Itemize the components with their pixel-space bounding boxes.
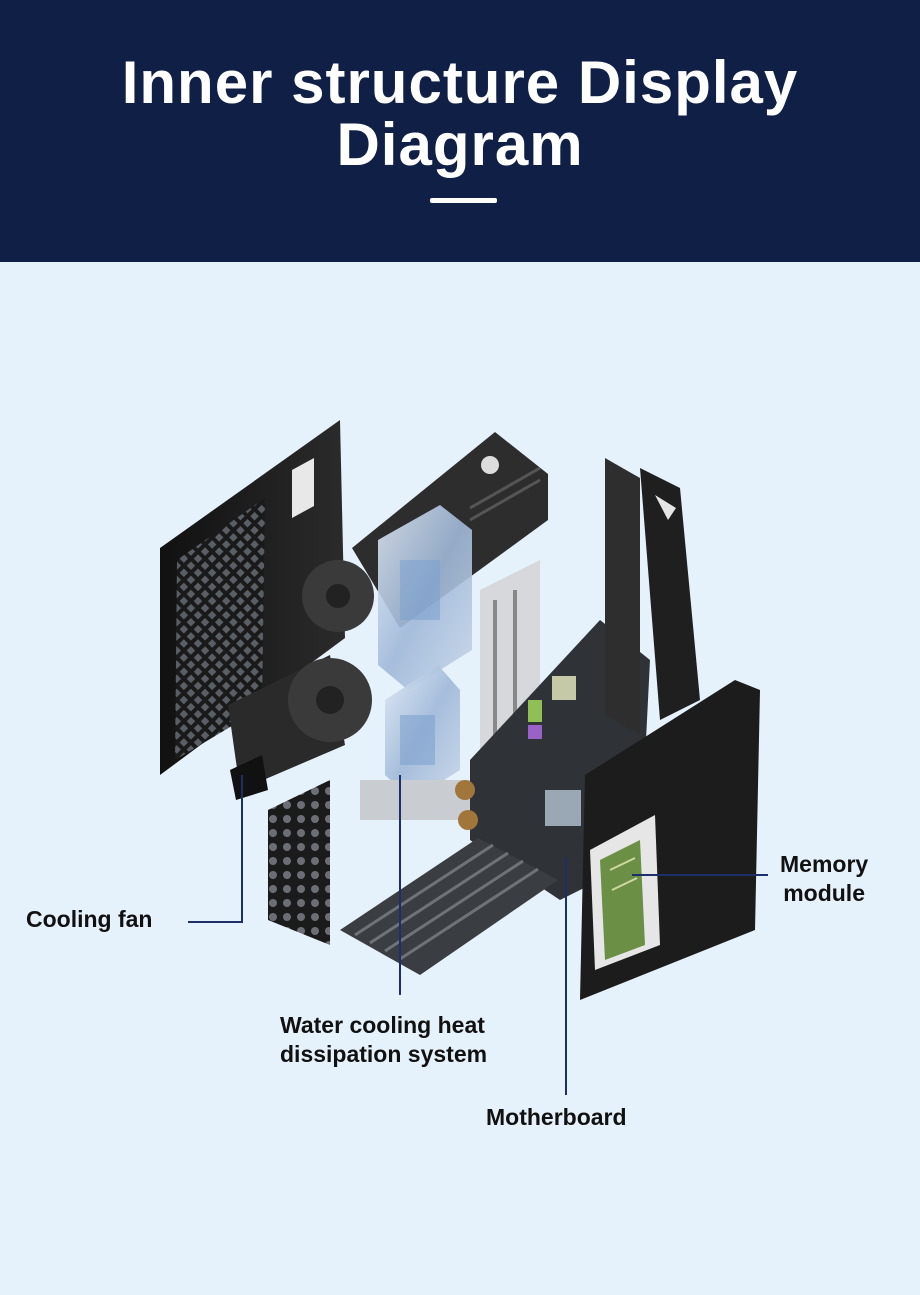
label-motherboard: Motherboard <box>486 1104 627 1130</box>
title-line-1: Inner structure Display <box>121 49 799 116</box>
label-cooling-fan: Cooling fan <box>26 906 153 932</box>
leader-cooling-fan <box>188 775 243 923</box>
left-side-panel <box>160 420 345 775</box>
cooling-fan-assembly <box>228 560 374 800</box>
title-underline <box>430 198 497 203</box>
water-cooling-blocks <box>360 505 480 820</box>
label-memory-module: Memory module <box>780 851 869 906</box>
heatsink <box>340 838 558 975</box>
exploded-pc-illustration <box>160 420 768 1095</box>
page-title: Inner structure Display Diagram <box>0 52 920 176</box>
rear-io-panel <box>605 458 700 735</box>
lower-left-panel <box>268 780 330 945</box>
label-water-cooling: Water cooling heat dissipation system <box>280 1012 488 1067</box>
title-line-2: Diagram <box>336 111 584 178</box>
header-banner: Inner structure Display Diagram <box>0 0 920 262</box>
leader-lines <box>188 775 768 1095</box>
right-side-panel <box>580 680 760 1000</box>
